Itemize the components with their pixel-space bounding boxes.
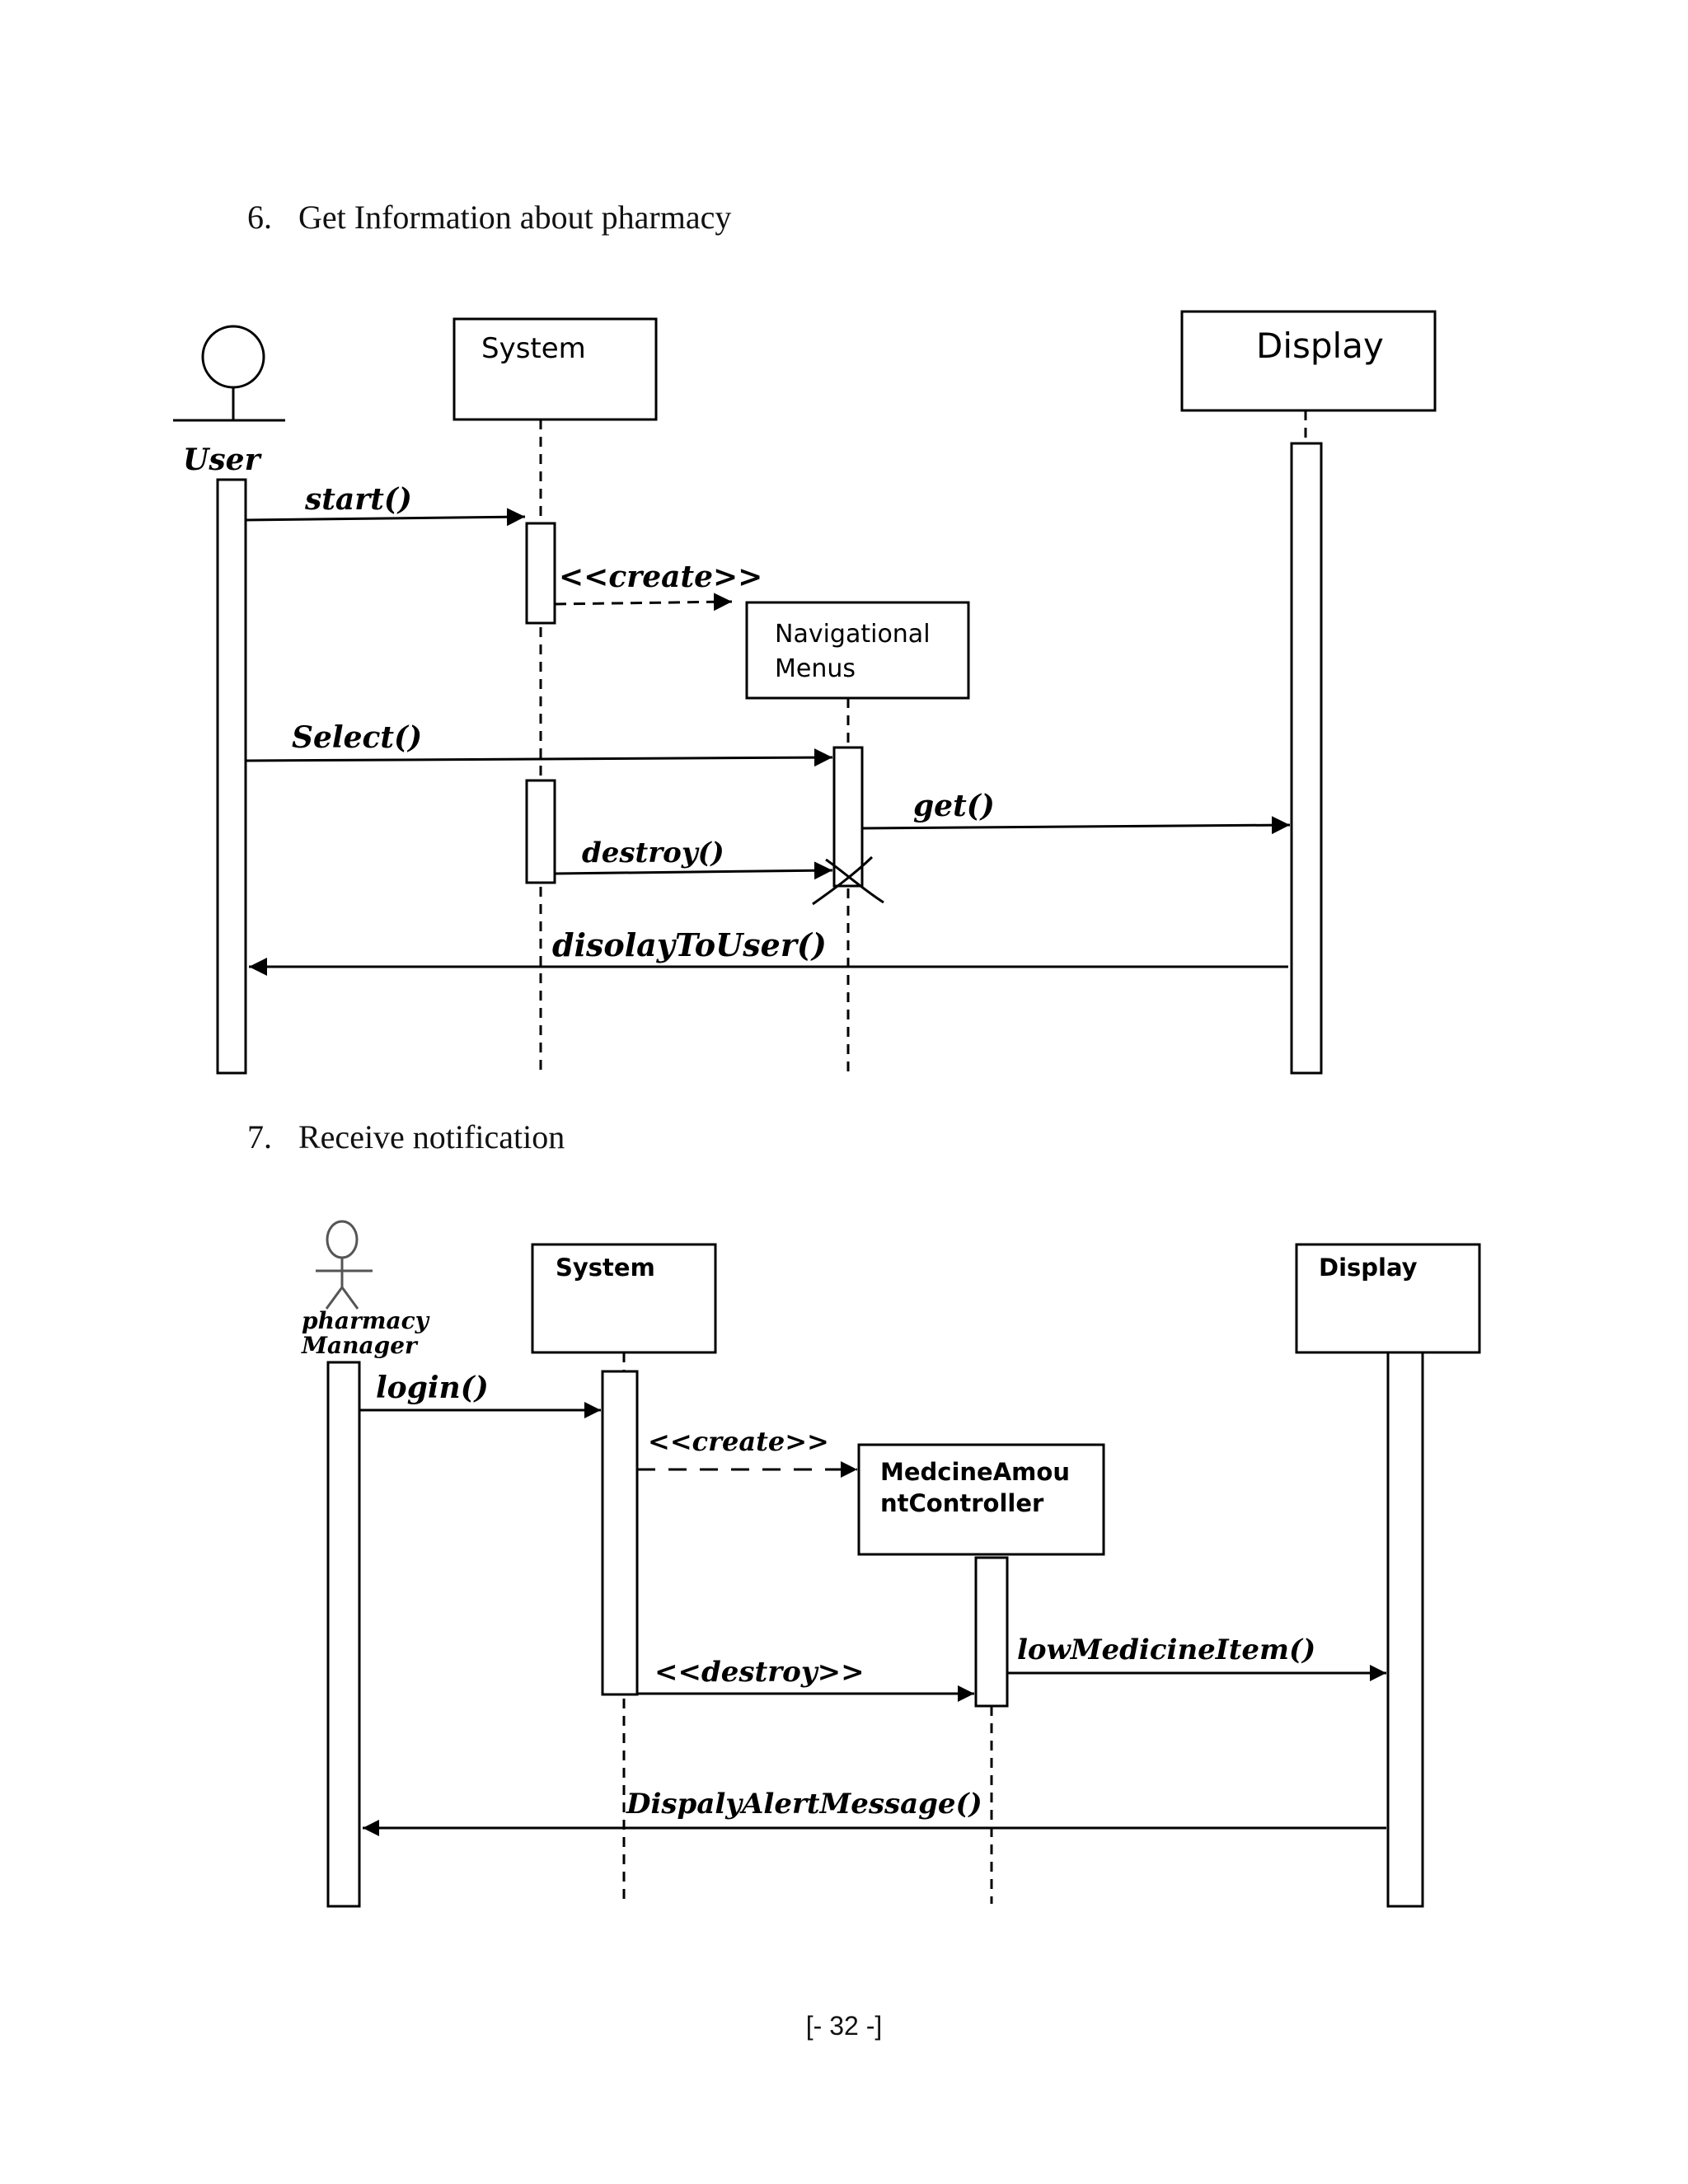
navigational-menus-activation — [832, 746, 864, 888]
get-message-arrow — [861, 816, 1291, 835]
display-object — [1295, 1243, 1481, 1354]
page-number: [- 32 -] — [805, 2011, 883, 2041]
section-number: 7. — [247, 1118, 272, 1155]
section-6-heading: 6. Get Information about pharmacy — [247, 198, 731, 237]
display-object — [1180, 310, 1437, 412]
navigational-menus-label-line2: Menus — [775, 654, 856, 683]
display-object-label: Display — [1256, 326, 1384, 366]
select-message-label: Select() — [292, 720, 422, 755]
user-lifeline — [216, 478, 247, 1075]
section-title: Receive notification — [298, 1118, 565, 1155]
system-activation-2 — [525, 779, 556, 884]
create-message-label: <<create>> — [559, 560, 762, 594]
system-activation — [601, 1370, 639, 1696]
get-message-label: get() — [913, 789, 995, 823]
navigational-menus-object — [745, 601, 970, 700]
system-object-label: System — [481, 332, 586, 365]
system-activation — [525, 522, 556, 625]
destroy-message-arrow — [554, 861, 833, 880]
destroy-message-label: <<destroy>> — [654, 1656, 865, 1689]
pharmacy-manager-actor-icon — [316, 1220, 373, 1310]
actor-label-line1: pharmacy — [302, 1307, 430, 1334]
display-activation — [1386, 1351, 1424, 1908]
display-activation — [1290, 442, 1323, 1075]
sequence-diagram-get-information: User System Display Navigational Menus s… — [173, 310, 1437, 1075]
create-message-label: <<create>> — [648, 1426, 829, 1457]
navigational-menus-label-line1: Navigational — [775, 620, 931, 649]
create-message-arrow — [554, 593, 733, 612]
actor-label: User — [183, 443, 263, 477]
display-alert-message-label: DispalyAlertMessage() — [626, 1788, 982, 1821]
low-medicine-item-message-label: lowMedicineItem() — [1017, 1633, 1315, 1666]
controller-activation — [974, 1556, 1009, 1708]
section-title: Get Information about pharmacy — [298, 199, 732, 236]
section-number: 6. — [247, 199, 272, 236]
system-object-label: System — [556, 1254, 655, 1282]
controller-label-line1: MedcineAmou — [880, 1458, 1070, 1486]
medicine-amount-controller-object — [857, 1443, 1105, 1556]
section-7-heading: 7. Receive notification — [247, 1118, 565, 1156]
system-object — [452, 317, 658, 421]
start-message-label: start() — [304, 482, 412, 517]
system-object — [531, 1243, 717, 1354]
user-actor-icon — [173, 325, 285, 422]
display-object-label: Display — [1319, 1254, 1418, 1282]
controller-label-line2: ntController — [880, 1489, 1044, 1517]
actor-label-line2: Manager — [301, 1332, 419, 1359]
manager-lifeline — [326, 1361, 361, 1908]
sequence-diagram-receive-notification: pharmacy Manager System Display MedcineA… — [301, 1220, 1481, 1908]
destroy-message-label: destroy() — [582, 837, 724, 869]
select-message-arrow — [245, 748, 833, 767]
display-to-user-message-label: disolayToUser() — [552, 926, 827, 963]
login-message-label: login() — [376, 1371, 489, 1405]
start-message-arrow — [245, 508, 526, 527]
